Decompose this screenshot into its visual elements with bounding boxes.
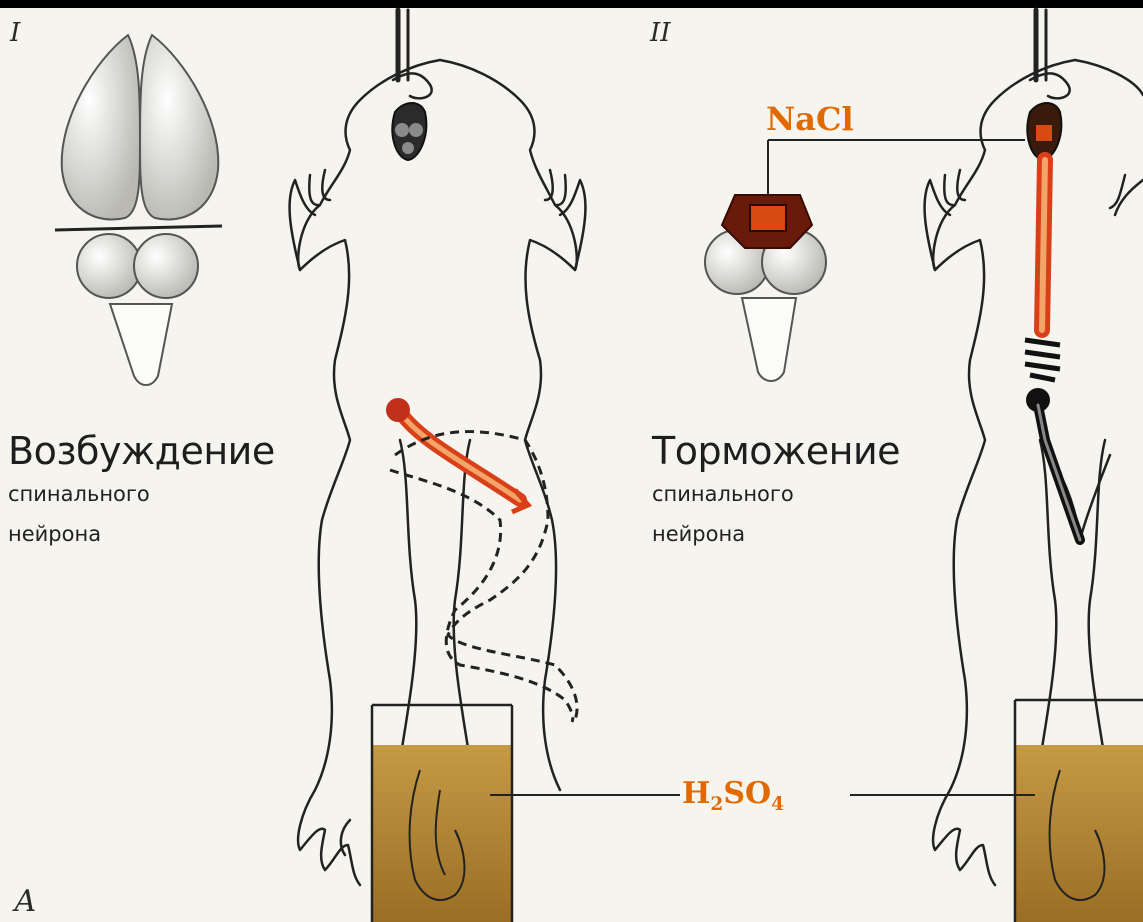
acid-label-so: SO [723,776,771,811]
excitation-line2: нейрона [8,522,101,546]
brain-left-lobe-r [134,234,198,298]
panel-label-left: I [10,18,20,48]
inhibition-line2: нейрона [652,522,745,546]
brain-left-cut-line [55,226,222,230]
acid-label: H2SO4 [682,776,784,815]
spinal-cord-right [1025,160,1060,380]
beaker-left [372,705,512,922]
figure-letter: А [14,884,37,919]
acid-label-sub2: 4 [771,794,784,815]
salt-label: NaCl [766,100,854,138]
beaker-right [1015,700,1143,922]
acid-label-sub1: 2 [710,794,723,815]
frog-right-brain-cavity [1027,103,1061,160]
brain-left [55,35,222,385]
acid-label-h: H [682,776,710,811]
excitation-title: Возбуждение [8,432,275,470]
brain-right [705,140,1025,381]
inhibition-title: Торможение [652,432,900,470]
inhibition-line1: спинального [652,482,794,506]
brain-left-lobe-l [77,234,141,298]
brain-left-hemisphere-r [140,35,218,220]
inhibition-nerve [1026,388,1080,540]
frog-left-brain-cavity [392,103,426,160]
brain-left-stem [110,304,172,385]
panel-label-right: II [650,18,671,48]
excitation-line1: спинального [8,482,150,506]
brain-left-hemisphere-l [62,35,140,220]
